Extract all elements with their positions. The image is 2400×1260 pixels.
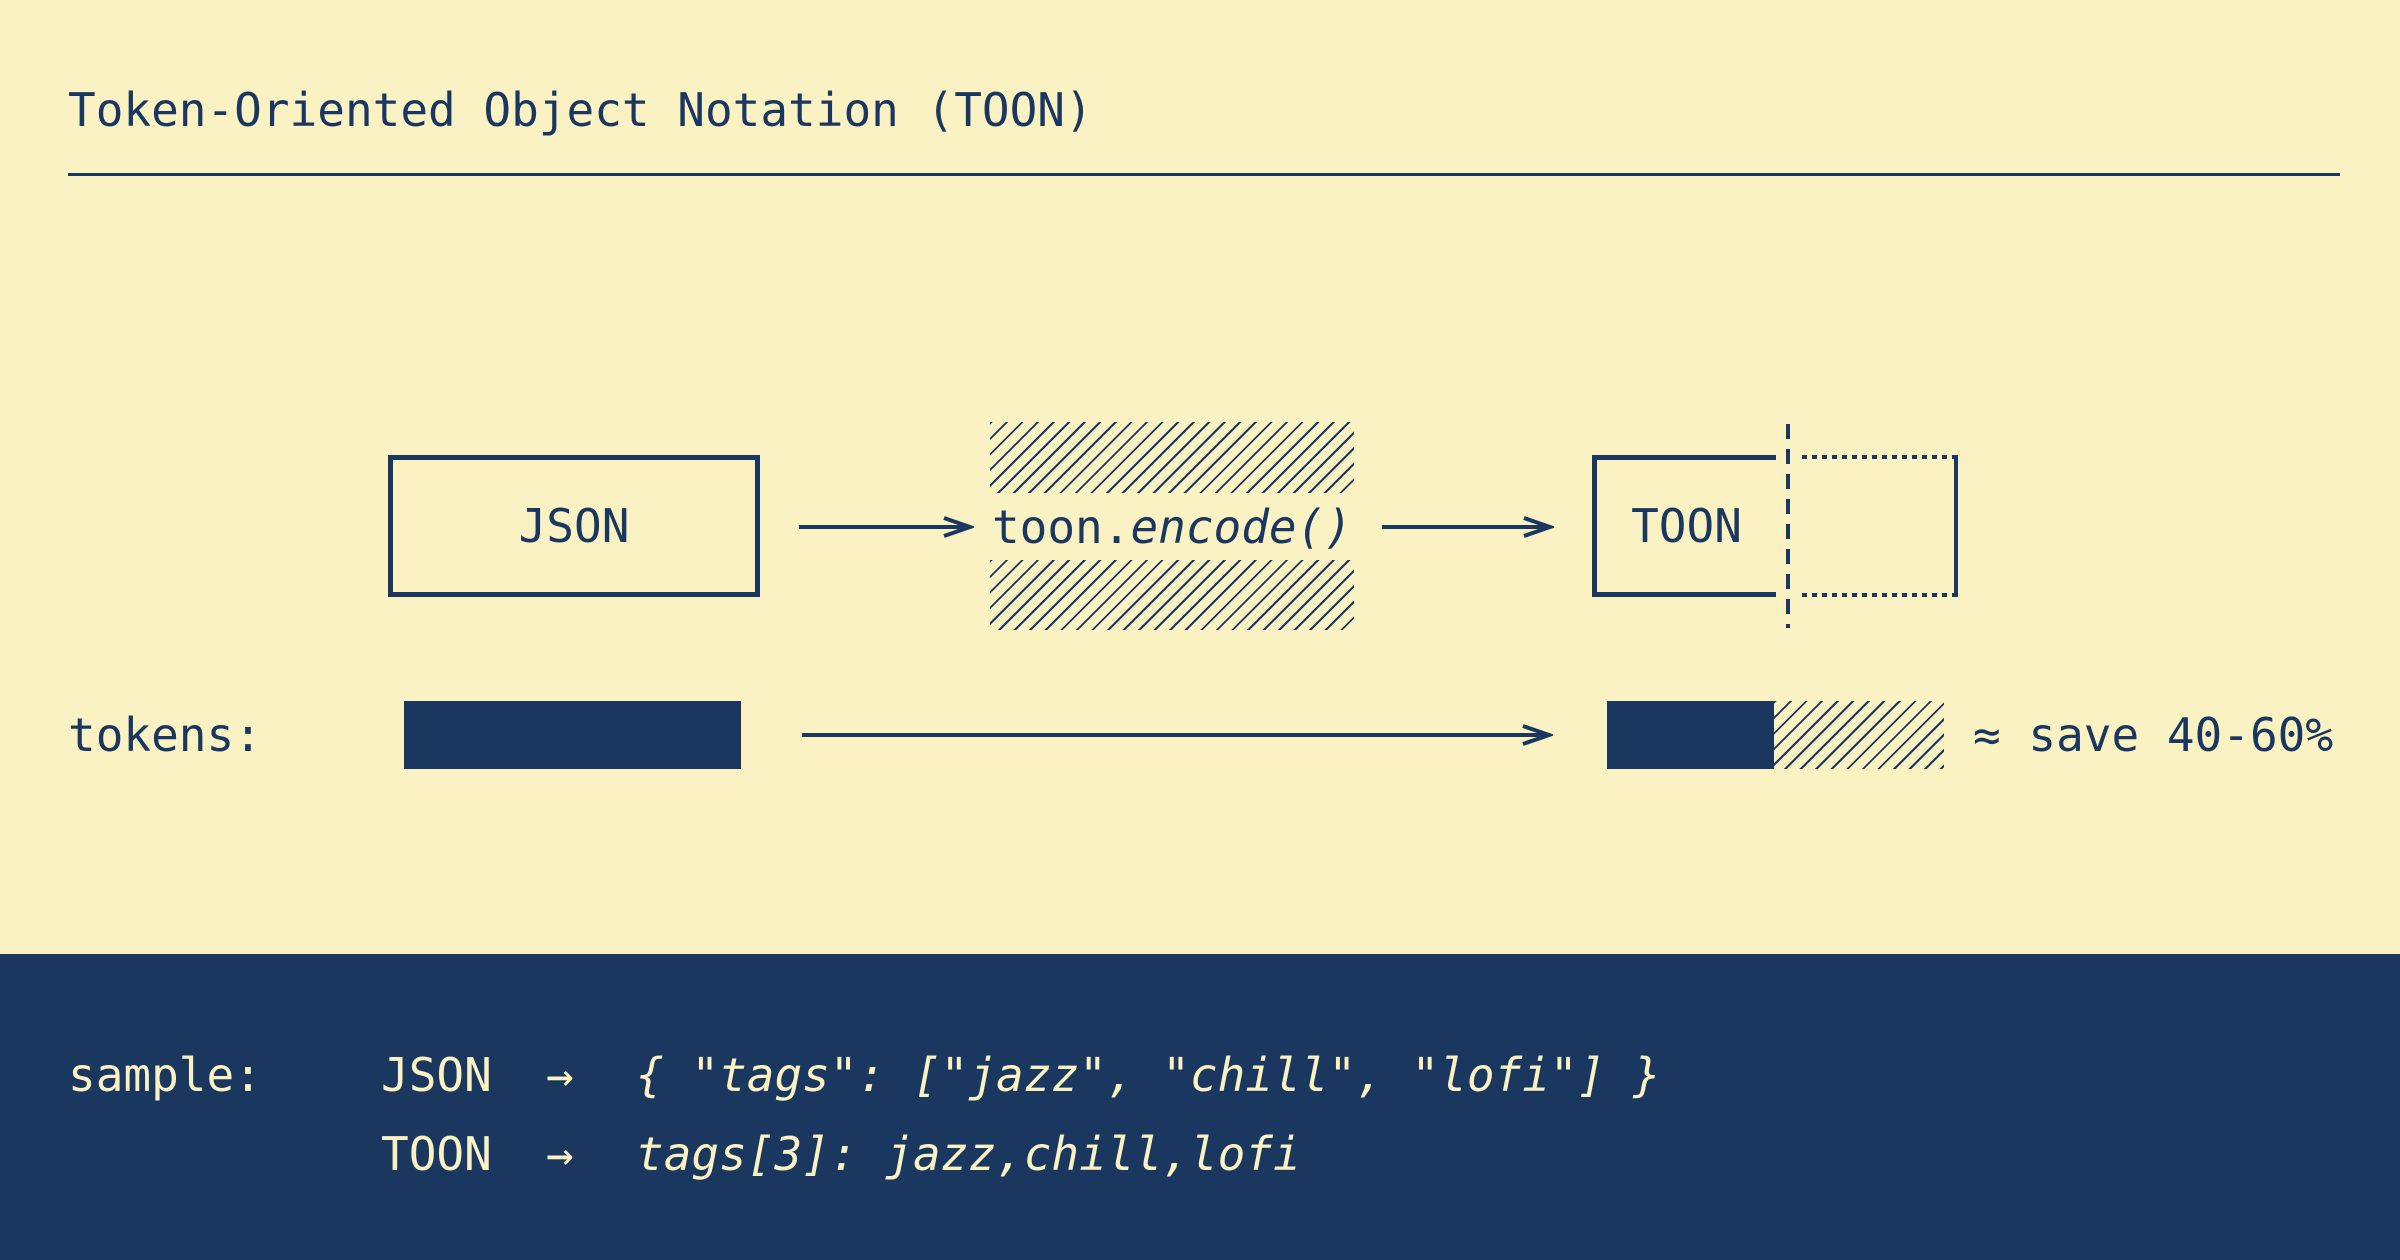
saved-tokens-ghost-box <box>1802 455 1958 597</box>
sample-code: tags[3]: jazz,chill,lofi <box>636 1127 1301 1181</box>
encoder-call: encode() <box>1130 499 1353 554</box>
ghost-border-right <box>1954 455 1958 597</box>
toon-box-label: TOON <box>1631 499 1742 553</box>
title-divider <box>68 173 2340 176</box>
sample-format-label: TOON <box>381 1127 492 1181</box>
sample-arrow-icon: → <box>546 1048 574 1102</box>
encoder-hatch-bottom <box>990 560 1354 630</box>
sample-code: { "tags": ["jazz", "chill", "lofi"] } <box>636 1048 1661 1102</box>
ghost-border-top-dotted <box>1802 455 1954 459</box>
encoder-label: toon.encode() <box>990 493 1354 560</box>
sample-panel: sample: JSON → { "tags": ["jazz", "chill… <box>0 954 2400 1260</box>
flow-arrow-2-icon <box>1382 516 1554 538</box>
toon-token-bar <box>1607 701 1774 769</box>
page-title: Token-Oriented Object Notation (TOON) <box>68 83 1093 137</box>
json-token-bar <box>404 701 741 769</box>
ghost-border-bottom-dotted <box>1802 593 1954 597</box>
toon-box: TOON <box>1592 455 1776 597</box>
json-box: JSON <box>388 455 760 597</box>
tokens-flow-arrow-icon <box>802 724 1553 746</box>
sample-label: sample: <box>68 1048 262 1102</box>
savings-note: ≈ save 40-60% <box>1973 708 2334 762</box>
saved-token-bar-hatch <box>1774 701 1944 769</box>
encoder-prefix: toon. <box>991 499 1131 554</box>
encoder-block: toon.encode() <box>990 422 1354 630</box>
json-box-label: JSON <box>518 499 630 553</box>
tokens-label: tokens: <box>68 708 262 762</box>
sample-arrow-icon: → <box>546 1127 574 1181</box>
encoder-hatch-top <box>990 422 1354 493</box>
sample-format-label: JSON <box>381 1048 492 1102</box>
token-cut-dashed-line <box>1786 424 1790 628</box>
flow-arrow-1-icon <box>799 516 974 538</box>
